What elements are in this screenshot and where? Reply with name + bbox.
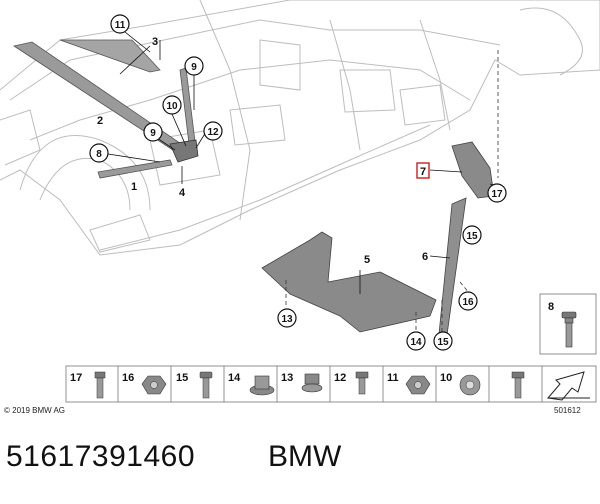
callout-14[interactable]: 14: [406, 331, 426, 351]
svg-text:13: 13: [281, 372, 293, 384]
fastener-cell-screw[interactable]: [511, 371, 525, 399]
svg-text:12: 12: [334, 372, 346, 384]
callout-2[interactable]: 2: [97, 115, 103, 127]
callout-3[interactable]: 3: [152, 36, 158, 48]
brand-name: BMW: [268, 440, 342, 473]
hex-nut-icon: [141, 375, 167, 395]
callout-6[interactable]: 6: [422, 251, 428, 263]
fastener-cell-16[interactable]: 16: [122, 372, 167, 395]
callout-15a[interactable]: 15: [462, 225, 482, 245]
callout-5[interactable]: 5: [364, 254, 370, 266]
bracket-part-7[interactable]: [451, 141, 495, 199]
flange-nut-icon: [249, 375, 275, 396]
svg-text:16: 16: [462, 297, 474, 308]
fastener-cell-17[interactable]: 17: [70, 371, 106, 399]
svg-text:2: 2: [97, 115, 103, 127]
washer-nut-icon: [459, 374, 481, 396]
fastener-cell-10[interactable]: 10: [440, 372, 481, 396]
svg-text:12: 12: [207, 127, 219, 138]
fastener-cell-14[interactable]: 14: [228, 372, 275, 396]
svg-text:17: 17: [70, 372, 82, 384]
svg-text:7: 7: [420, 166, 426, 178]
svg-text:8: 8: [548, 301, 554, 313]
svg-text:15: 15: [437, 337, 449, 348]
stud-bolt-icon: [94, 371, 106, 399]
callout-9a[interactable]: 9: [184, 56, 204, 76]
fastener-box-8[interactable]: 8: [539, 293, 597, 355]
svg-text:6: 6: [422, 251, 428, 263]
svg-text:14: 14: [228, 372, 241, 384]
svg-text:14: 14: [410, 337, 422, 348]
copyright-text: © 2019 BMW AG: [4, 406, 66, 415]
callout-1[interactable]: 1: [131, 181, 137, 193]
svg-text:13: 13: [281, 314, 293, 325]
svg-text:9: 9: [191, 62, 197, 73]
callout-7[interactable]: 7: [416, 162, 430, 179]
fastener-cell-12[interactable]: 12: [334, 371, 369, 395]
fastener-cell-13[interactable]: 13: [281, 372, 323, 393]
svg-text:1: 1: [131, 181, 137, 193]
hex-nut-icon: [405, 375, 431, 395]
diagram-ref-code: 501612: [554, 406, 581, 415]
svg-text:4: 4: [179, 187, 186, 199]
strut-bar-3[interactable]: [59, 39, 161, 73]
svg-text:5: 5: [364, 254, 370, 266]
strut-bar-2[interactable]: [12, 41, 191, 157]
svg-text:3: 3: [152, 36, 158, 48]
callout-16[interactable]: 16: [458, 291, 478, 311]
fastener-cell-arrow[interactable]: [547, 371, 590, 401]
car-body-shell: [0, 0, 600, 256]
callout-8[interactable]: 8: [89, 143, 109, 163]
svg-text:15: 15: [176, 372, 188, 384]
callout-12[interactable]: 12: [203, 121, 223, 141]
callout-9b[interactable]: 9: [143, 122, 163, 142]
svg-text:16: 16: [122, 372, 134, 384]
svg-text:10: 10: [166, 101, 178, 112]
bolt-icon: [561, 311, 577, 348]
svg-text:10: 10: [440, 372, 452, 384]
dashed-guides: [285, 50, 499, 332]
callout-4[interactable]: 4: [179, 187, 186, 199]
fastener-cell-11[interactable]: 11: [387, 372, 431, 395]
bolt-icon: [199, 371, 213, 399]
fastener-cell-15[interactable]: 15: [176, 371, 213, 399]
svg-text:15: 15: [466, 231, 478, 242]
strut-bar-1[interactable]: [97, 159, 173, 179]
callout-15b[interactable]: 15: [433, 331, 453, 351]
callout-17[interactable]: 17: [487, 183, 507, 203]
strut-mount-4[interactable]: [169, 139, 199, 163]
arrow-icon: [547, 371, 590, 401]
underbody-plate-5[interactable]: [261, 231, 437, 333]
collar-nut-icon: [301, 373, 323, 393]
short-bolt-icon: [355, 371, 369, 395]
svg-text:8: 8: [96, 149, 102, 160]
svg-text:11: 11: [387, 372, 399, 384]
callout-10[interactable]: 10: [162, 95, 182, 115]
screw-icon: [511, 371, 525, 399]
part-number: 51617391460: [6, 440, 196, 473]
parts-diagram: 11 3 9 10 2 9 12 8 1 4 7 17 15 6 5 16 13…: [0, 0, 600, 403]
svg-text:11: 11: [115, 20, 126, 31]
svg-text:17: 17: [491, 189, 503, 200]
callout-13[interactable]: 13: [277, 308, 297, 328]
callout-11[interactable]: 11: [110, 14, 130, 34]
svg-text:9: 9: [150, 128, 156, 139]
